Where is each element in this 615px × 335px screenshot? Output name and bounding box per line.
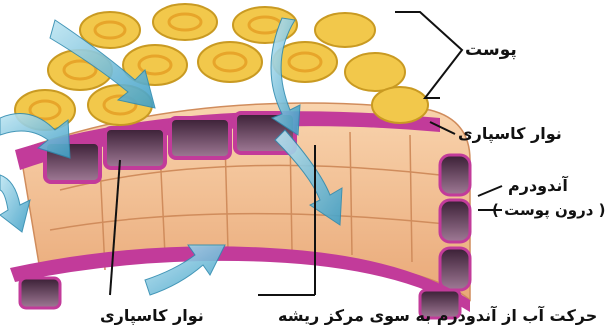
label-casparian-strip: نوار کاسپاری [458, 124, 562, 144]
label-epidermis: پوست [465, 40, 517, 61]
label-water-movement: حرکت آب از آندودرم به سوی مرکز ریشه [278, 306, 597, 326]
label-endoderm-translation: ( درون پوست ) [492, 201, 606, 220]
inner-cell-column [440, 155, 470, 290]
label-endoderm: آندودرم [508, 176, 568, 196]
label-casparian-strip-bottom: نوار کاسپاری [100, 306, 204, 326]
